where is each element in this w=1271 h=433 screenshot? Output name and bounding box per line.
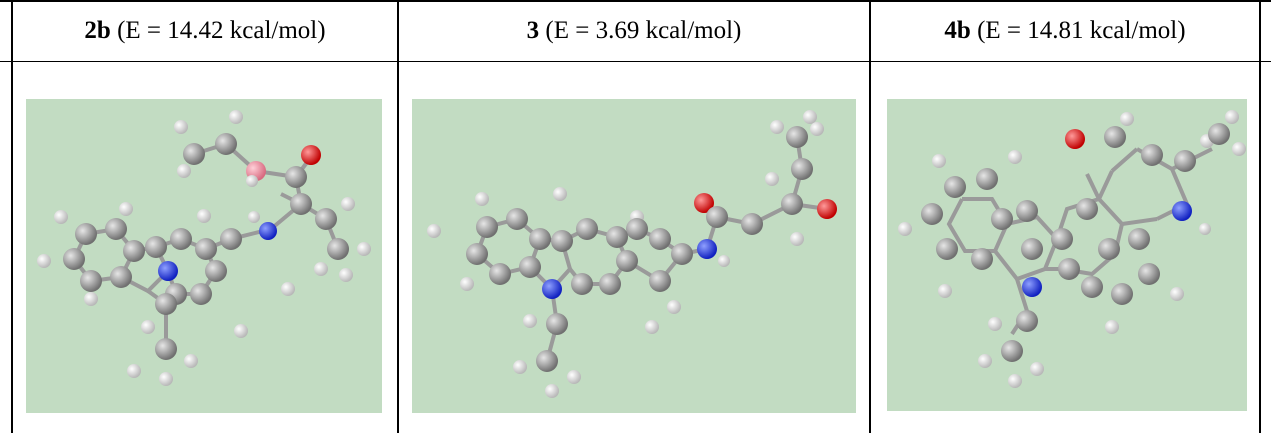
- molecule-model-3: [427, 110, 837, 398]
- compound-label: 2b: [84, 17, 111, 44]
- compound-label: 4b: [944, 17, 971, 44]
- header-cell-2b: 2b (E = 14.42 kcal/mol): [13, 0, 397, 62]
- table-border-right: [1259, 0, 1261, 433]
- energy-label: (E = 14.81 kcal/mol): [970, 17, 1186, 44]
- table-border-col1: [397, 0, 399, 433]
- header-cell-3: 3 (E = 3.69 kcal/mol): [399, 0, 869, 62]
- molecule-image-4b: [887, 99, 1247, 411]
- molecule-image-3: [412, 99, 856, 413]
- molecule-model-2b: [37, 110, 371, 386]
- energy-label: (E = 14.42 kcal/mol): [110, 17, 326, 44]
- molecule-image-2b: [26, 99, 382, 413]
- table-border-left: [11, 0, 13, 433]
- energy-label: (E = 3.69 kcal/mol): [539, 17, 742, 44]
- molecule-model-4b: [898, 110, 1246, 388]
- header-cell-4b: 4b (E = 14.81 kcal/mol): [871, 0, 1259, 62]
- table-header-row: [0, 0, 1271, 62]
- table-border-col2: [869, 0, 871, 433]
- compound-label: 3: [526, 17, 540, 44]
